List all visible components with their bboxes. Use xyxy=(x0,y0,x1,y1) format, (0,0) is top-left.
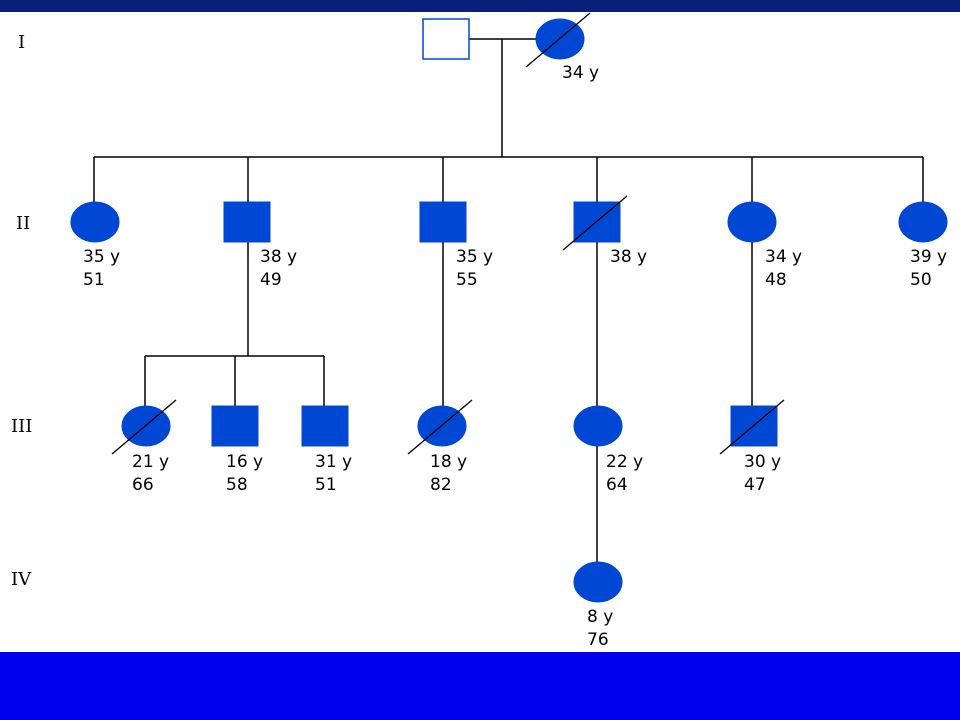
individual-i-2: 34 y xyxy=(525,12,599,83)
age-label: 18 y xyxy=(430,452,467,472)
age-label: 31 y xyxy=(315,452,352,472)
individual-iii-2: 16 y 58 xyxy=(211,405,263,495)
age-label: 38 y xyxy=(260,247,297,267)
top-bar xyxy=(0,0,960,12)
individual-ii-3: 35 y 55 xyxy=(419,201,493,290)
generation-label-i: I xyxy=(18,32,25,53)
age-label: 35 y xyxy=(456,247,493,267)
individual-ii-1: 35 y 51 xyxy=(70,201,120,290)
male-square xyxy=(422,18,470,60)
score-label: 49 xyxy=(260,270,282,290)
individual-ii-6: 39 y 50 xyxy=(898,201,948,290)
score-label: 51 xyxy=(315,475,337,495)
male-square xyxy=(419,201,467,243)
individual-i-1 xyxy=(422,18,470,60)
score-label: 64 xyxy=(606,475,628,495)
score-label: 48 xyxy=(765,270,787,290)
generation-label-iii: III xyxy=(11,416,32,437)
score-label: 76 xyxy=(587,630,609,650)
deceased-slash xyxy=(407,399,473,455)
female-circle xyxy=(727,201,777,243)
connector-lines xyxy=(93,38,924,562)
female-circle xyxy=(573,561,623,603)
score-label: 58 xyxy=(226,475,248,495)
individual-iii-3: 31 y 51 xyxy=(301,405,352,495)
bottom-band xyxy=(0,652,960,720)
individual-iii-6: 30 y 47 xyxy=(719,399,785,495)
female-circle xyxy=(70,201,120,243)
male-square xyxy=(223,201,271,243)
age-label: 35 y xyxy=(83,247,120,267)
age-label: 16 y xyxy=(226,452,263,472)
age-label: 34 y xyxy=(562,63,599,83)
individual-ii-5: 34 y 48 xyxy=(727,201,802,290)
score-label: 55 xyxy=(456,270,478,290)
age-label: 38 y xyxy=(610,247,647,267)
score-label: 51 xyxy=(83,270,105,290)
age-label: 8 y xyxy=(587,607,613,627)
score-label: 82 xyxy=(430,475,452,495)
individual-iii-5: 22 y 64 xyxy=(573,405,643,495)
individuals: 34 y 35 y 51 38 y 49 35 y 55 38 y 34 y 48 39 y 50 21… xyxy=(70,12,948,650)
generation-label-iv: IV xyxy=(11,569,32,590)
deceased-slash xyxy=(562,195,628,251)
individual-ii-4: 38 y xyxy=(562,195,647,267)
generation-label-ii: II xyxy=(16,213,30,234)
male-square xyxy=(301,405,349,447)
female-circle xyxy=(573,405,623,447)
female-circle xyxy=(898,201,948,243)
deceased-slash xyxy=(525,12,591,68)
age-label: 22 y xyxy=(606,452,643,472)
individual-iv-1: 8 y76 xyxy=(573,561,623,650)
individual-ii-2: 38 y 49 xyxy=(223,201,297,290)
age-label: 21 y xyxy=(132,452,169,472)
score-label: 47 xyxy=(744,475,766,495)
individual-iii-1: 21 y 66 xyxy=(111,399,177,495)
male-square xyxy=(211,405,259,447)
score-label: 50 xyxy=(910,270,932,290)
score-label: 66 xyxy=(132,475,154,495)
deceased-slash xyxy=(719,399,785,455)
age-label: 30 y xyxy=(744,452,781,472)
individual-iii-4: 18 y 82 xyxy=(407,399,473,495)
deceased-slash xyxy=(111,399,177,455)
age-label: 34 y xyxy=(765,247,802,267)
age-label: 39 y xyxy=(910,247,947,267)
